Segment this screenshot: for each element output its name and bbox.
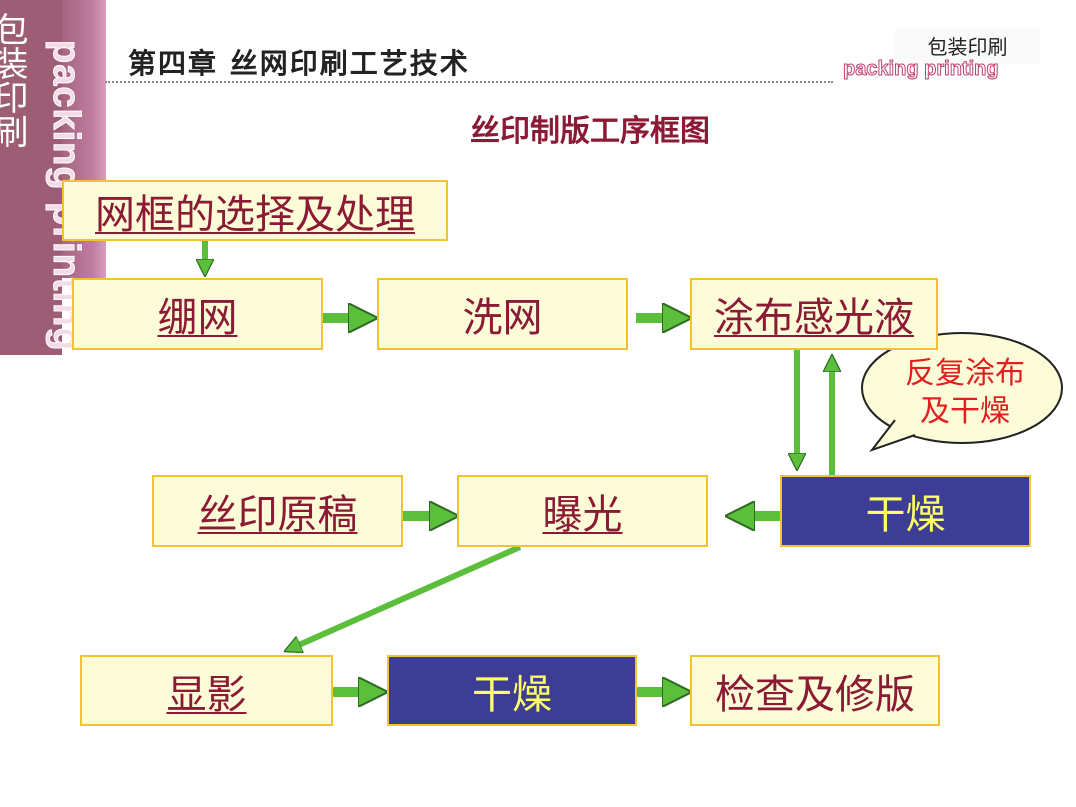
step-stretch: 绷网 (72, 278, 323, 350)
step-dry-1: 干燥 (780, 475, 1031, 547)
step-wash: 洗网 (377, 278, 628, 350)
step-develop: 显影 (80, 655, 333, 726)
step-label: 涂布感光液 (714, 295, 914, 341)
callout-tail (869, 419, 916, 453)
brand-label: 包装印刷 (895, 28, 1040, 64)
step-coat: 涂布感光液 (690, 278, 938, 350)
step-label: 显影 (166, 671, 247, 718)
callout-line-1: 反复涂布 (905, 356, 1025, 391)
step-label: 网框的选择及处理 (95, 191, 415, 238)
callout-text: 反复涂布及干燥 (880, 355, 1050, 431)
step-label: 干燥 (865, 492, 946, 538)
step-label: 洗网 (462, 295, 543, 341)
step-label: 绷网 (157, 295, 238, 341)
step-label: 检查及修版 (715, 671, 915, 718)
step-label: 丝印原稿 (197, 492, 358, 538)
header-divider (105, 81, 833, 83)
step-expose: 曝光 (457, 475, 708, 547)
step-inspect: 检查及修版 (690, 655, 940, 726)
step-original: 丝印原稿 (152, 475, 403, 547)
callout-line-2: 及干燥 (920, 394, 1010, 429)
step-label: 干燥 (472, 671, 552, 718)
step-frame: 网框的选择及处理 (62, 180, 448, 241)
arrow-expose-develop (292, 544, 522, 648)
diagram-title: 丝印制版工序框图 (470, 114, 710, 149)
sidebar-title: 包装印刷 (0, 12, 28, 148)
brand-english: packing printing (843, 58, 1000, 81)
sidebar-band (0, 0, 62, 355)
step-dry-2: 干燥 (387, 655, 637, 726)
callout-bubble (861, 332, 1063, 444)
step-label: 曝光 (542, 492, 623, 538)
chapter-title: 第四章 丝网印刷工艺技术 (128, 47, 470, 80)
